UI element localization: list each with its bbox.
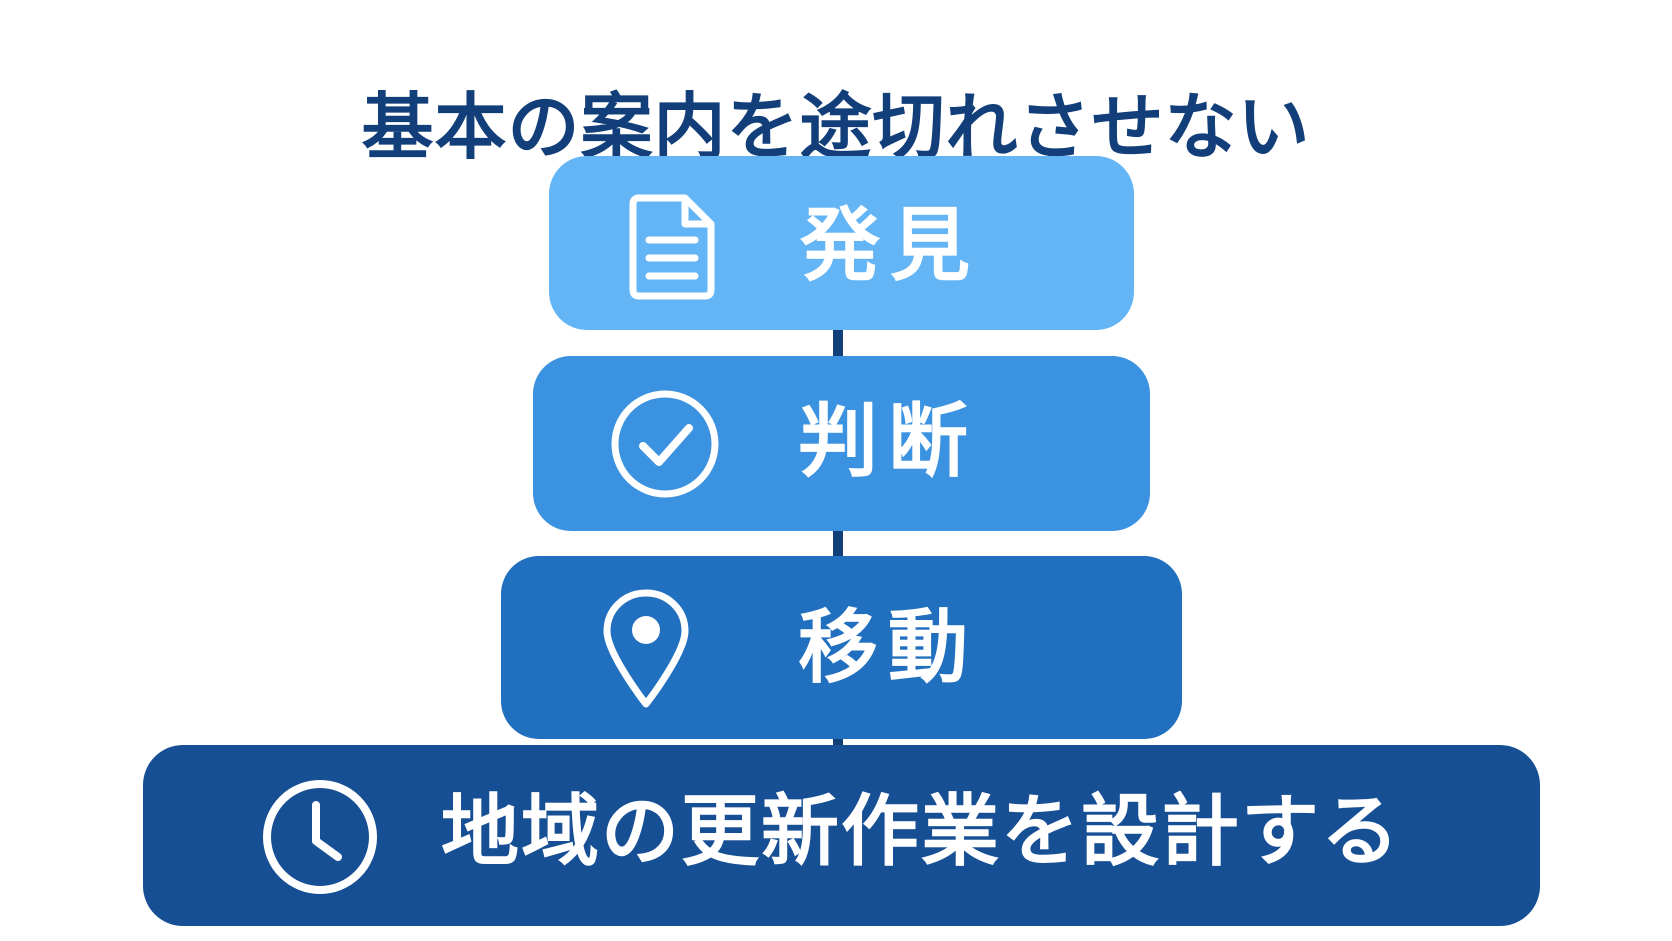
step-move: 移動	[501, 556, 1182, 739]
step-label: 判断	[798, 395, 978, 488]
document-icon	[627, 192, 717, 306]
step-decide: 判断	[533, 356, 1150, 531]
step-discover: 発見	[549, 156, 1134, 330]
page-title: 基本の案内を途切れさせない	[361, 85, 1311, 170]
step-label: 移動	[798, 601, 978, 694]
step-label: 地域の更新作業を設計する	[441, 787, 1402, 877]
step-design-updates: 地域の更新作業を設計する	[143, 745, 1540, 926]
check-circle-icon	[609, 388, 721, 504]
map-pin-icon	[601, 588, 691, 714]
connector-line	[833, 531, 843, 556]
clock-icon	[260, 777, 380, 901]
connector-line	[833, 739, 843, 745]
step-label: 発見	[800, 199, 980, 292]
connector-line	[833, 330, 843, 356]
